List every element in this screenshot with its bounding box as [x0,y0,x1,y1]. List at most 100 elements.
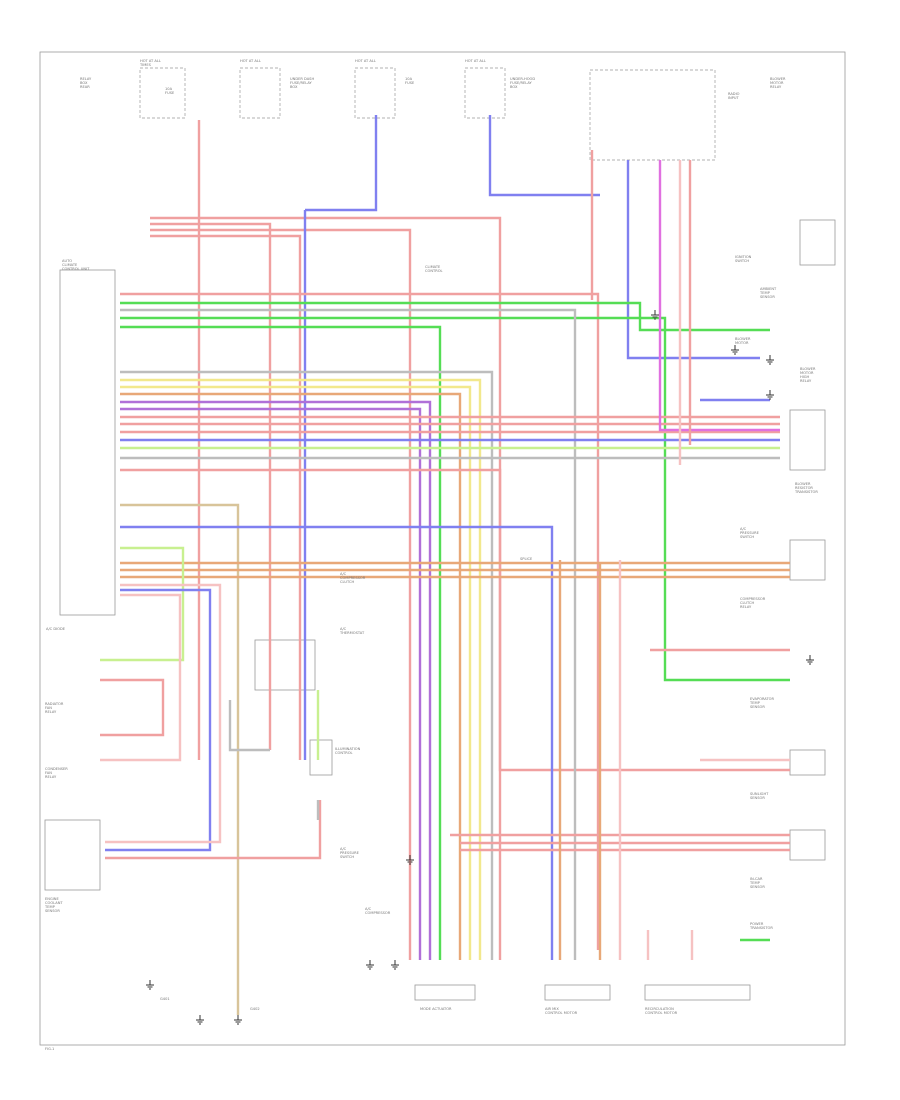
component-label: AUTO [62,259,72,263]
wire-green [120,301,770,332]
component-label: RADIO [728,92,740,96]
component-label: RELAY [45,710,57,714]
component-label: SENSOR [750,796,765,800]
component-label: SWITCH [735,259,749,263]
component-label: RELAY [740,605,752,609]
wire-yellow [120,378,482,960]
ground-icon [651,310,659,320]
component-label: SENSOR [760,295,775,299]
component-label: BLOWER [735,337,751,341]
wire-blue [305,115,378,212]
ground-icon [366,960,374,970]
wire-red [100,678,165,737]
component-label: A/C DIODE [46,627,66,631]
component-label: A/C [340,572,347,576]
component-label: TEMP [759,291,771,295]
wire-red [150,228,412,960]
wire-magenta [658,160,780,432]
component-label: G401 [160,997,170,1001]
component-label: 10A [165,87,173,91]
component-label: RELAY [45,775,57,779]
component-label: IN-CAR [750,877,763,881]
component-box [464,67,506,119]
component-label: A/C [340,847,347,851]
wire-gray [120,370,494,960]
ground-icon [196,1015,204,1025]
component-label: TIMES [139,63,152,67]
component-box [589,69,716,161]
component-label: MOTOR [800,371,814,375]
component-label: REAR [80,85,90,89]
wire-violet [120,400,432,960]
component-label: BLOWER [800,367,816,371]
component-box [354,67,396,119]
wire-gray [120,308,577,960]
component-label: RELAY [80,77,92,81]
component-box [799,219,836,266]
ground-icon [146,980,154,990]
component-label: CONTROL UNIT [62,267,90,271]
ground-icon [766,390,774,400]
wire-green [120,316,790,682]
component-label: RELAY [800,379,812,383]
component-label: TEMP [749,881,761,885]
component-label: BLOWER [770,77,786,81]
wire-green [120,325,442,960]
component-label: COOLANT [45,901,63,905]
ground-icon [391,960,399,970]
ground-icon [731,345,739,355]
component-box [44,819,101,891]
wire-blue [626,160,760,360]
wire-red [120,468,502,960]
component-label: BOX [80,81,88,85]
component-box [789,409,826,471]
wire-red [150,234,302,760]
wire-violet [120,407,422,960]
component-label: CLIMATE [425,265,441,269]
component-label: PRESSURE [340,851,360,855]
component-label: TEMP [44,905,56,909]
component-label: HOT AT ALL [355,59,376,63]
component-label: HOT AT ALL [465,59,486,63]
component-box [414,984,476,1001]
component-label: BLOWER [795,482,811,486]
component-label: AMBIENT [760,287,777,291]
component-label: RESISTOR [795,486,813,490]
component-label: COMPRESSOR [340,576,366,580]
component-label: IGNITION [735,255,752,259]
component-label: MOTOR [770,81,784,85]
component-label: AIR MIX [545,1007,559,1011]
component-box [254,639,316,691]
component-label: MODE ACTUATOR [420,1007,452,1011]
component-label: FAN [45,771,52,775]
component-box [544,984,611,1001]
wire-tan [120,503,240,1015]
component-box [39,51,846,1046]
component-label: UNDER-HOOD [510,77,535,81]
component-box [139,67,186,119]
component-label: 10A [405,77,413,81]
component-boxes [39,51,846,1046]
component-label: COMPRESSOR [365,911,391,915]
component-box [59,269,116,616]
component-label: SENSOR [45,909,60,913]
component-box [239,67,281,119]
component-label: TRANSISTOR [749,926,773,930]
wire-orange [120,392,462,960]
component-label: BOX [510,85,518,89]
component-box [309,739,333,776]
component-label: FIG.1 [45,1047,54,1051]
component-label: PRESSURE [740,531,760,535]
component-label: RECIRCULATION [645,1007,674,1011]
component-label: FUSE [405,81,415,85]
component-label: CLIMATE [62,263,78,267]
ground-symbols [146,310,814,1025]
component-box [789,539,826,581]
component-label: SENSOR [750,705,765,709]
component-label: THERMOSTAT [339,631,365,635]
wire-pink [105,583,222,844]
component-label: CONTROL MOTOR [545,1011,578,1015]
wire-red [150,222,272,750]
component-label: UNDER DASH [290,77,314,81]
ground-icon [766,355,774,365]
